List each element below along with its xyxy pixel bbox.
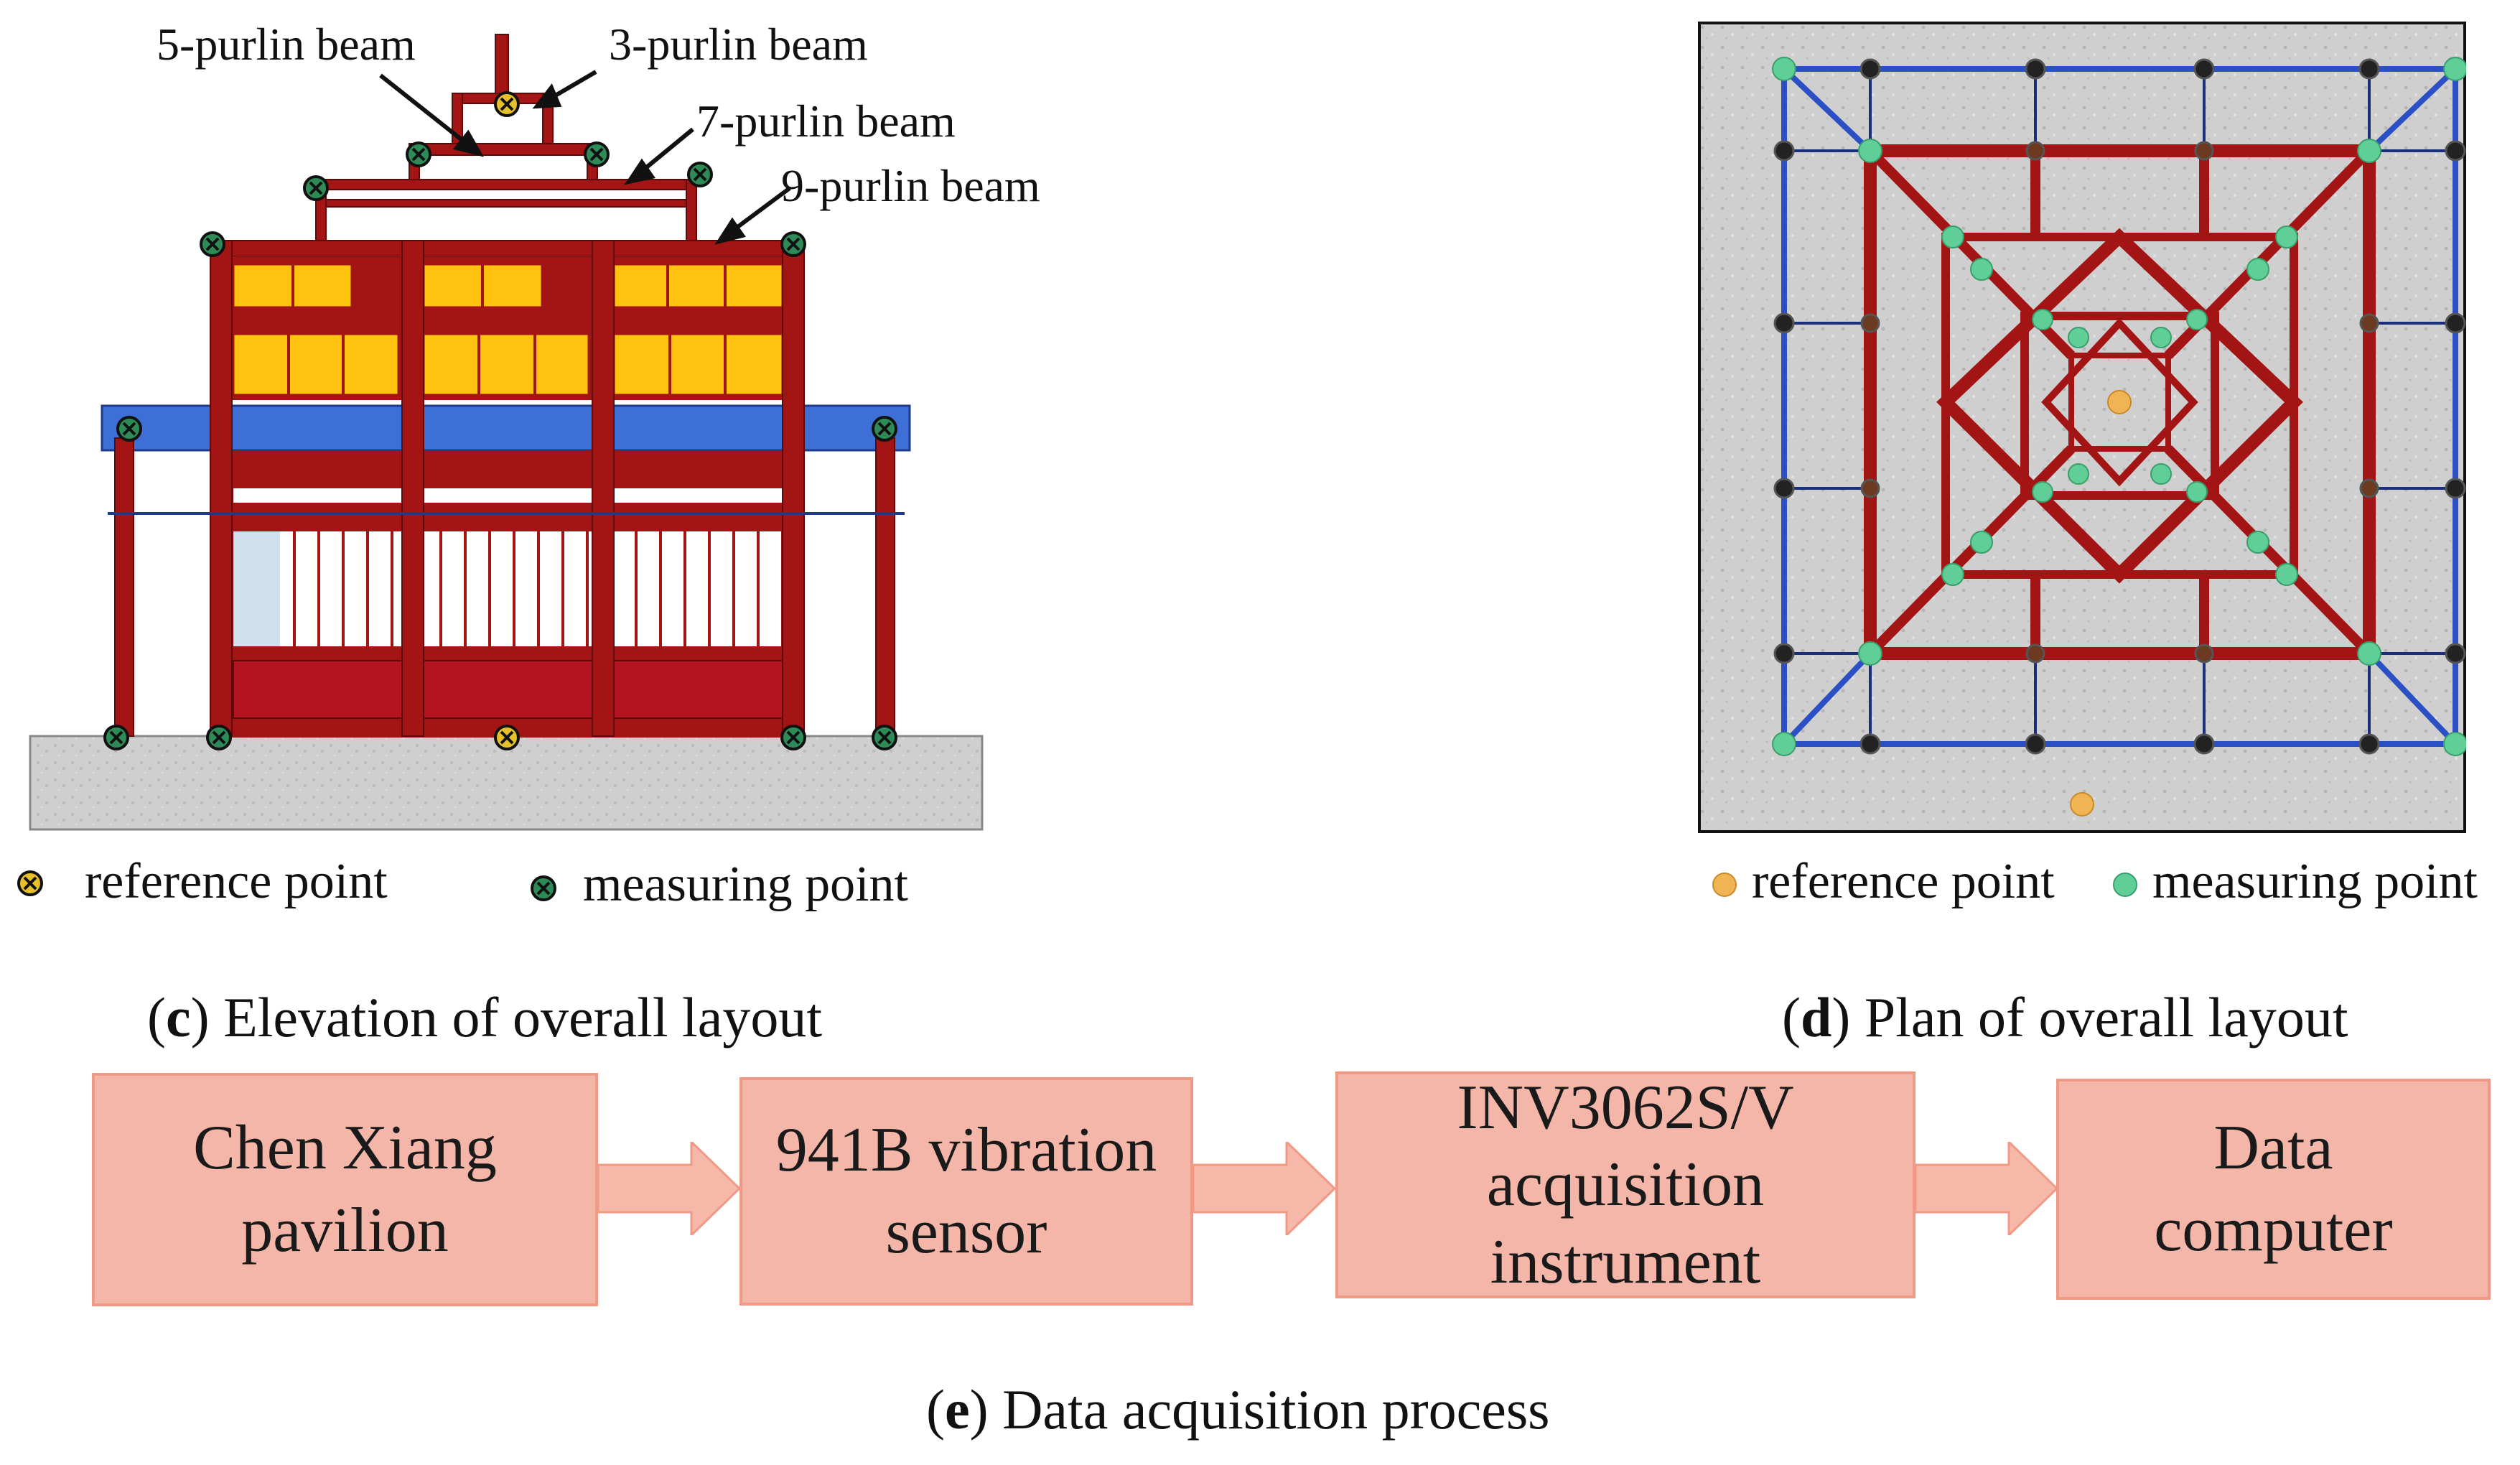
elevation-legend-reference: reference point xyxy=(85,854,388,909)
elevation-reference-points xyxy=(494,91,520,750)
elevation-legend-measuring: measuring point xyxy=(583,857,908,912)
elevation-measuring-icon xyxy=(531,875,556,901)
ground-base xyxy=(29,735,984,831)
plan-reference-points xyxy=(2070,390,2132,817)
plan-nodes xyxy=(1773,58,2466,755)
plan-caption: (d) Plan of overall layout xyxy=(1782,986,2348,1048)
elevation-measuring-points xyxy=(103,141,897,750)
label-9-purlin-beam: 9-purlin beam xyxy=(781,160,1040,211)
elevation-reference-icon xyxy=(17,870,43,896)
step-3-line-2: acquisition xyxy=(1486,1150,1765,1220)
lower-body xyxy=(212,450,801,738)
caption-text-d: Plan of overall layout xyxy=(1864,986,2348,1048)
process-step-pavilion: Chen Xiang pavilion xyxy=(92,1073,598,1306)
caption-letter-c: c xyxy=(165,986,191,1048)
plan-blue-grid xyxy=(1784,69,2455,744)
step-2-line-2: sensor xyxy=(885,1197,1047,1267)
process-caption: (e) Data acquisition process xyxy=(926,1378,1550,1441)
step-4-line-1: Data xyxy=(2213,1112,2333,1183)
flow-arrow-1 xyxy=(598,1142,742,1235)
step-3-line-1: INV3062S/V xyxy=(1457,1072,1794,1143)
label-7-purlin-beam: 7-purlin beam xyxy=(696,96,956,146)
caption-letter-e: e xyxy=(944,1378,970,1441)
plan-red-frame xyxy=(1864,144,2376,660)
caption-text-c: Elevation of overall layout xyxy=(223,986,822,1048)
step-1-line-1: Chen Xiang xyxy=(193,1113,497,1183)
label-3-purlin-beam: 3-purlin beam xyxy=(609,19,868,70)
eave-beam xyxy=(101,404,911,452)
caption-letter-d: d xyxy=(1800,986,1832,1048)
flow-arrow-3 xyxy=(1915,1142,2059,1235)
plan-legend-measuring: measuring point xyxy=(2152,854,2478,909)
beam-label-arrows xyxy=(379,70,791,245)
plan-blue-frame xyxy=(1781,66,2458,747)
process-step-sensor: 941B vibration sensor xyxy=(739,1077,1193,1306)
step-1-line-2: pavilion xyxy=(241,1195,449,1265)
caption-text-e: Data acquisition process xyxy=(1002,1378,1550,1441)
process-step-computer: Data computer xyxy=(2056,1079,2491,1300)
step-2-line-1: 941B vibration xyxy=(775,1115,1157,1185)
step-4-line-2: computer xyxy=(2154,1195,2393,1265)
plan-drawing xyxy=(1698,22,2466,833)
plan-reference-icon xyxy=(1712,873,1737,897)
plan-legend-reference: reference point xyxy=(1752,854,2055,909)
upper-panels xyxy=(212,256,801,400)
label-5-purlin-beam: 5-purlin beam xyxy=(157,19,416,70)
flow-arrow-2 xyxy=(1193,1142,1337,1235)
plan-measuring-icon xyxy=(2113,873,2137,897)
step-3-line-3: instrument xyxy=(1490,1227,1761,1297)
elevation-drawing xyxy=(29,34,984,831)
plan-measuring-points xyxy=(1772,57,2466,756)
elevation-caption: (c) Elevation of overall layout xyxy=(147,986,822,1048)
